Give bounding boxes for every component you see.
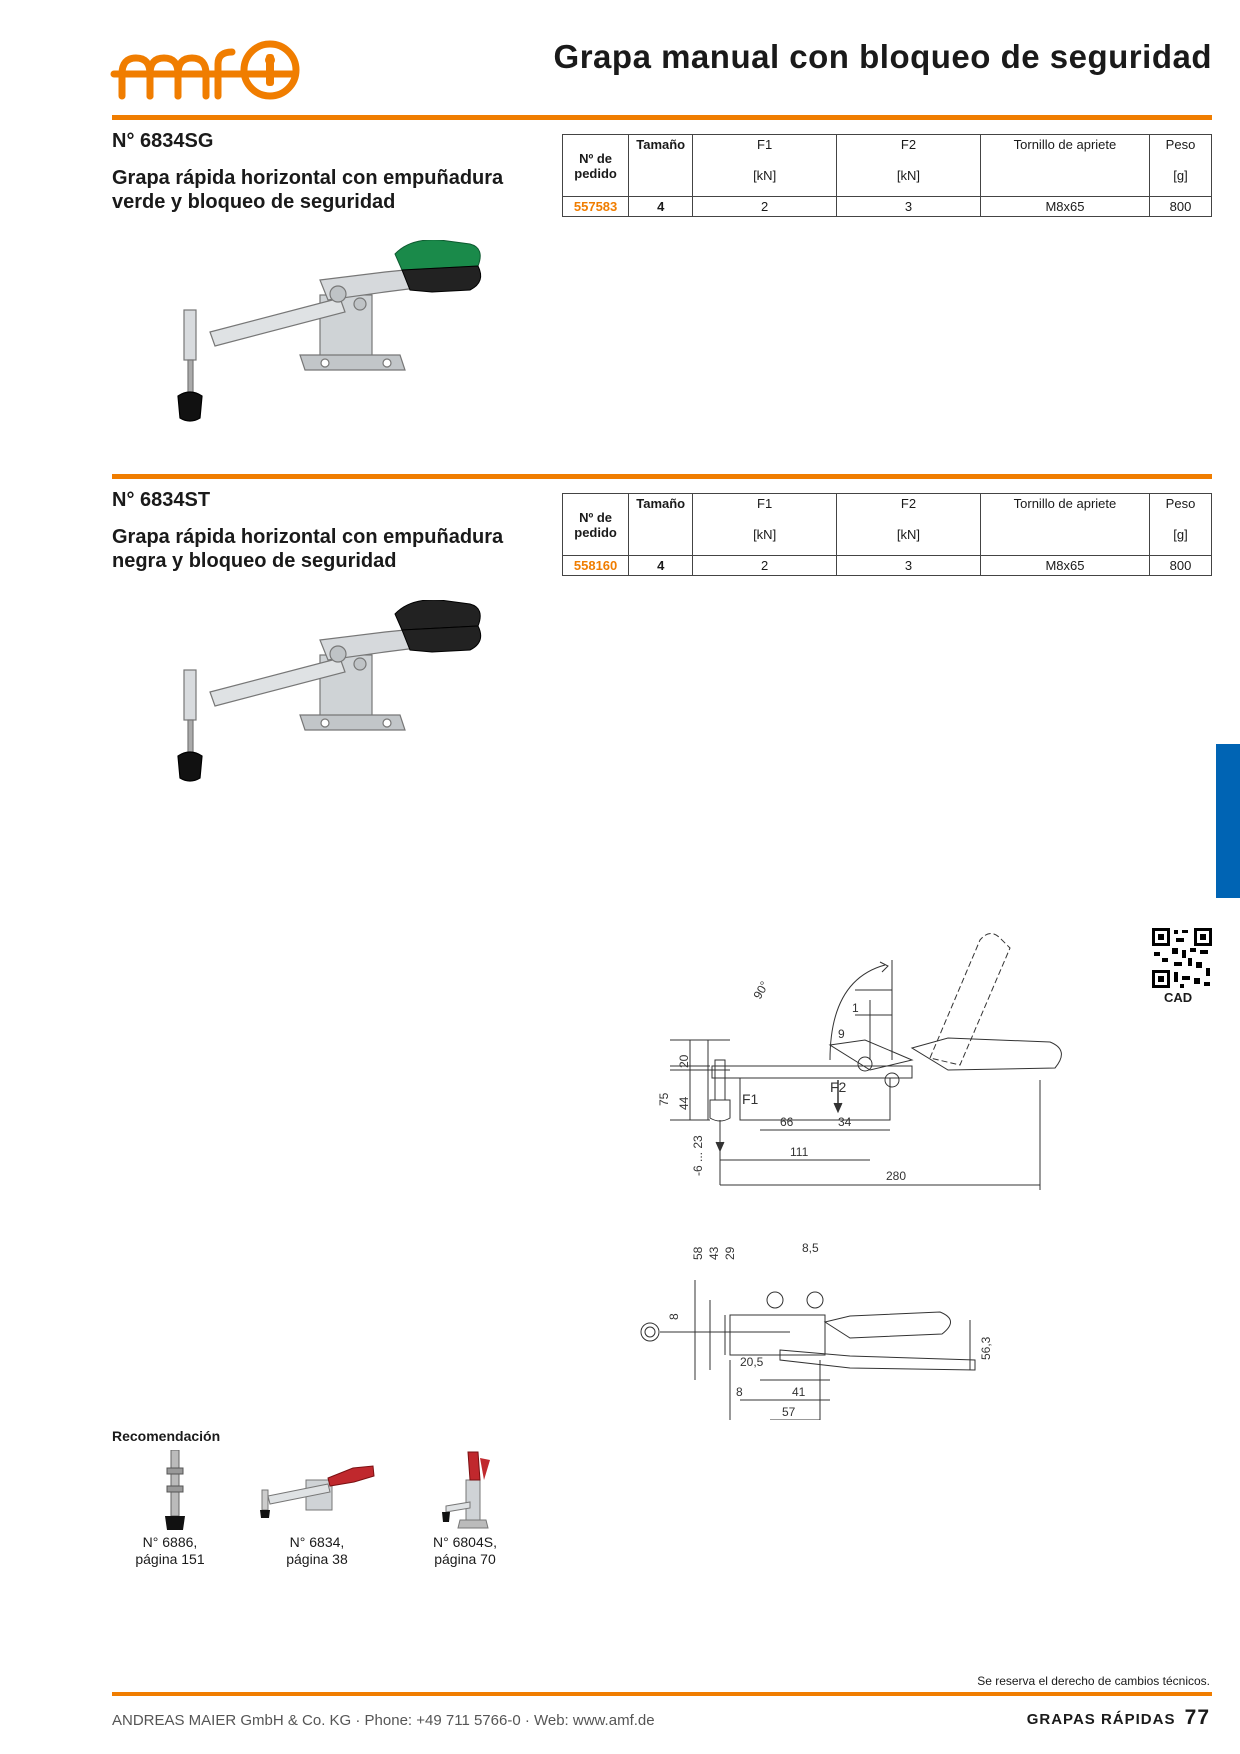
col-weight: Peso[g] (1148, 493, 1213, 556)
page-number: 77 (1184, 1706, 1210, 1729)
dim-label: 90° (750, 979, 771, 1002)
rec-image-screw[interactable] (155, 1449, 195, 1532)
col-order: Nº de pedido (561, 134, 630, 197)
section-rule (112, 474, 1212, 479)
product-image-green (170, 239, 500, 440)
cad-label: CAD (1164, 990, 1193, 1005)
qr-code-icon[interactable] (1152, 928, 1212, 988)
col-weight: Peso[g] (1148, 134, 1213, 197)
rec-caption: N° 6886,página 151 (135, 1534, 205, 1567)
col-order: Nº de pedido (561, 493, 630, 556)
company-info: ANDREAS MAIER GmbH & Co. KG · Phone: +49… (112, 1712, 655, 1729)
rec-caption: N° 6804S,página 70 (433, 1534, 497, 1567)
spec-table: Nº de pedido Tamaño F1[kN] F2[kN] Tornil… (561, 134, 1213, 217)
dim-label: 57 (782, 1405, 796, 1419)
table-row: 558160 4 2 3 M8x65 800 (561, 555, 1213, 576)
dim-label: 20,5 (740, 1355, 764, 1369)
amf-logo (110, 36, 305, 102)
dim-label: 8 (736, 1385, 743, 1399)
dim-label: 41 (792, 1385, 806, 1399)
dim-label: 43 (707, 1246, 721, 1260)
col-bolt: Tornillo de apriete (979, 134, 1150, 197)
dim-label: 8 (667, 1313, 681, 1320)
dim-label: 8,5 (802, 1241, 819, 1255)
footer-rule (112, 1692, 1212, 1696)
product-image-black (170, 599, 500, 800)
col-size: Tamaño (628, 493, 694, 556)
dim-label: 9 (838, 1027, 845, 1041)
dim-label: 280 (886, 1169, 906, 1183)
product-description: Grapa rápida horizontal con empuñadura v… (112, 167, 504, 213)
col-f2: F2[kN] (836, 493, 981, 556)
product-number: N° 6834ST (112, 489, 211, 511)
dim-label: -6 ... 23 (691, 1135, 705, 1176)
page-footer: GRAPAS RÁPIDAS 77 (1027, 1706, 1210, 1730)
header-rule (112, 115, 1212, 120)
dim-label: 56,3 (979, 1336, 993, 1360)
green-handle-grip (394, 239, 481, 271)
spec-table: Nº de pedido Tamaño F1[kN] F2[kN] Tornil… (561, 493, 1213, 576)
dim-label: 34 (838, 1115, 852, 1129)
black-handle-grip (394, 599, 481, 631)
section-name: GRAPAS RÁPIDAS (1026, 1711, 1176, 1728)
rec-image-clamp[interactable] (258, 1460, 376, 1522)
recommendation-title: Recomendación (112, 1428, 221, 1444)
dim-label: 75 (657, 1092, 671, 1106)
technical-drawing: 90° 1 9 20 75 44 -6 ... 23 66 34 111 280… (630, 920, 1100, 1421)
dim-label: 111 (790, 1145, 809, 1159)
col-size: Tamaño (628, 134, 694, 197)
col-f1: F1[kN] (692, 493, 838, 556)
dim-label: 1 (852, 1001, 859, 1015)
product-description: Grapa rápida horizontal con empuñadura n… (112, 526, 504, 572)
dim-label: 29 (723, 1246, 737, 1260)
force-label: F2 (830, 1079, 847, 1095)
force-label: F1 (742, 1091, 759, 1107)
order-code[interactable]: 558160 (561, 555, 630, 576)
rec-image-vertical-clamp[interactable] (440, 1450, 500, 1532)
rights-notice: Se reserva el derecho de cambios técnico… (977, 1674, 1210, 1688)
rec-caption: N° 6834,página 38 (286, 1534, 348, 1567)
page-title: Grapa manual con bloqueo de seguridad (553, 38, 1212, 75)
dim-label: 58 (691, 1246, 705, 1260)
product-number: N° 6834SG (112, 130, 214, 152)
chapter-tab[interactable] (1216, 744, 1240, 898)
dim-label: 66 (780, 1115, 794, 1129)
order-code[interactable]: 557583 (561, 196, 630, 217)
col-f2: F2[kN] (836, 134, 981, 197)
col-f1: F1[kN] (692, 134, 838, 197)
dim-label: 44 (677, 1096, 691, 1110)
table-row: 557583 4 2 3 M8x65 800 (561, 196, 1213, 217)
dim-label: 20 (677, 1054, 691, 1068)
col-bolt: Tornillo de apriete (979, 493, 1150, 556)
